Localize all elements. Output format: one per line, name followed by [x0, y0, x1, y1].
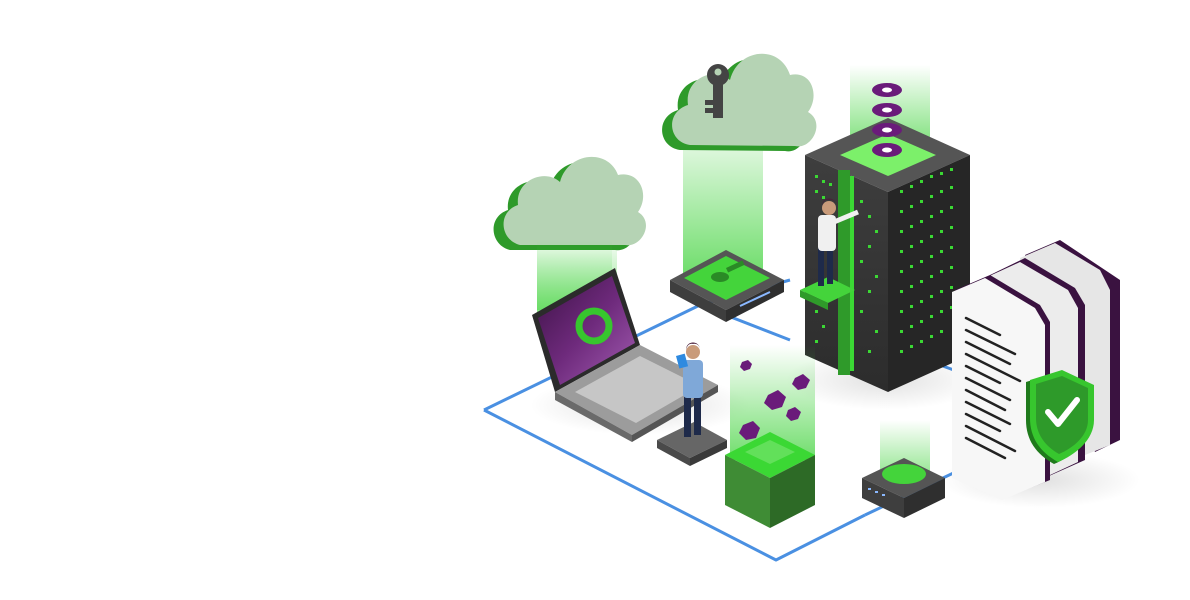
router-icon: [862, 420, 945, 518]
laptop-icon: [532, 240, 718, 442]
person-icon: [818, 198, 859, 286]
shield-check-icon: [1026, 370, 1094, 464]
key-icon: [711, 260, 745, 282]
person-icon: [657, 342, 727, 466]
key-icon: [705, 64, 729, 118]
hexagon-particles: [739, 360, 810, 440]
server-icon: [800, 65, 970, 392]
disc-stack: [872, 83, 902, 157]
key-pad: [670, 250, 784, 322]
cube-icon: [725, 345, 815, 528]
cloud-key-icon: [662, 53, 817, 275]
